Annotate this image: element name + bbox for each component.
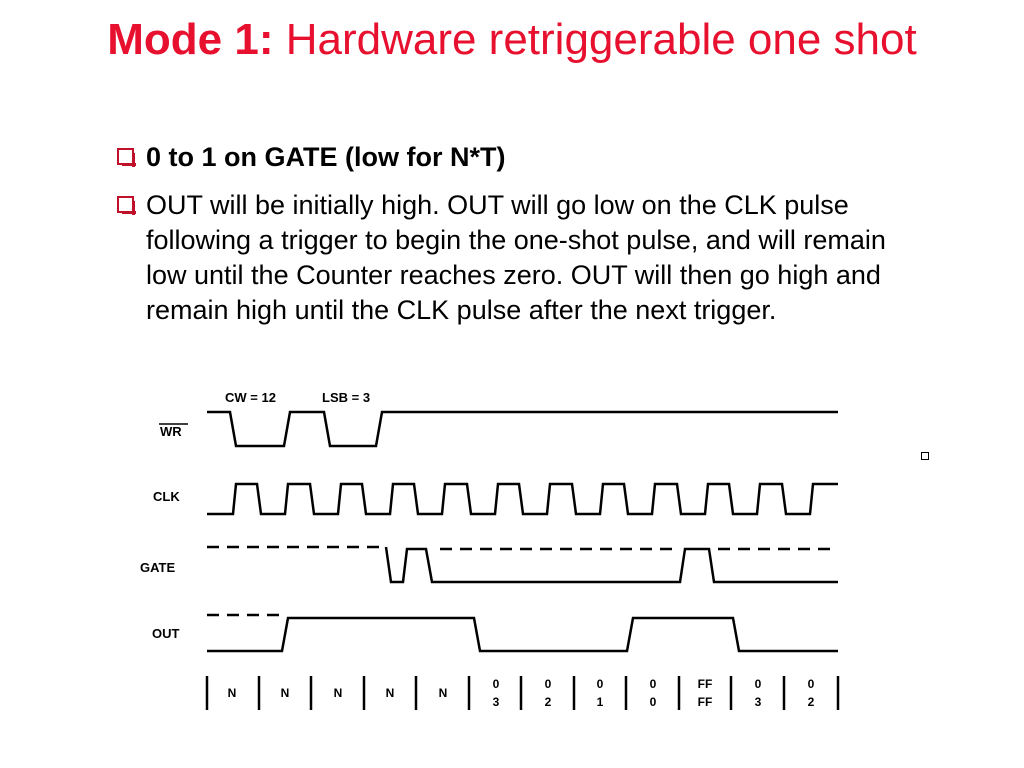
checkbox-bullet-icon xyxy=(117,196,136,215)
counter-values: N N N N N 0 3 0 2 0 1 0 0 FF FF 0 3 0 2 xyxy=(228,677,815,709)
counter-value-low: FF xyxy=(698,695,713,709)
counter-value-low: 1 xyxy=(597,695,604,709)
counter-value-high: 0 xyxy=(545,677,552,691)
square-marker-icon xyxy=(921,452,929,460)
counter-value: N xyxy=(334,686,343,700)
counter-value-low: 3 xyxy=(755,695,762,709)
signal-label-wr: WR xyxy=(160,424,182,439)
bullet-list: 0 to 1 on GATE (low for N*T) OUT will be… xyxy=(116,140,906,341)
wr-waveform xyxy=(207,410,838,448)
counter-value: N xyxy=(439,686,448,700)
clk-waveform xyxy=(207,482,838,516)
counter-value-high: 0 xyxy=(808,677,815,691)
bullet-item-gate: 0 to 1 on GATE (low for N*T) xyxy=(116,140,906,175)
counter-value-high: 0 xyxy=(650,677,657,691)
counter-value-low: 0 xyxy=(650,695,657,709)
counter-value: N xyxy=(228,686,237,700)
signal-label-out: OUT xyxy=(152,626,180,641)
cw-label: CW = 12 xyxy=(225,390,276,405)
bullet-item-out: OUT will be initially high. OUT will go … xyxy=(116,188,906,328)
lsb-label: LSB = 3 xyxy=(322,390,370,405)
bullet-text: 0 to 1 on GATE (low for N*T) xyxy=(146,142,506,172)
counter-value-high: 0 xyxy=(597,677,604,691)
counter-value-high: 0 xyxy=(755,677,762,691)
counter-value-high: FF xyxy=(698,677,713,691)
counter-value-low: 2 xyxy=(808,695,815,709)
signal-label-clk: CLK xyxy=(153,489,180,504)
signal-label-gate: GATE xyxy=(140,560,175,575)
counter-dividers xyxy=(205,676,840,710)
counter-value-low: 3 xyxy=(493,695,500,709)
counter-value: N xyxy=(281,686,290,700)
counter-value-low: 2 xyxy=(545,695,552,709)
bullet-text: OUT will be initially high. OUT will go … xyxy=(146,190,886,325)
title-description: Hardware retriggerable one shot xyxy=(273,15,917,64)
checkbox-bullet-icon xyxy=(117,148,136,167)
out-waveform xyxy=(207,616,838,653)
title-mode: Mode 1: xyxy=(107,15,274,64)
counter-value: N xyxy=(386,686,395,700)
counter-value-high: 0 xyxy=(493,677,500,691)
gate-waveform xyxy=(384,546,838,584)
slide-title: Mode 1: Hardware retriggerable one shot xyxy=(40,14,984,66)
